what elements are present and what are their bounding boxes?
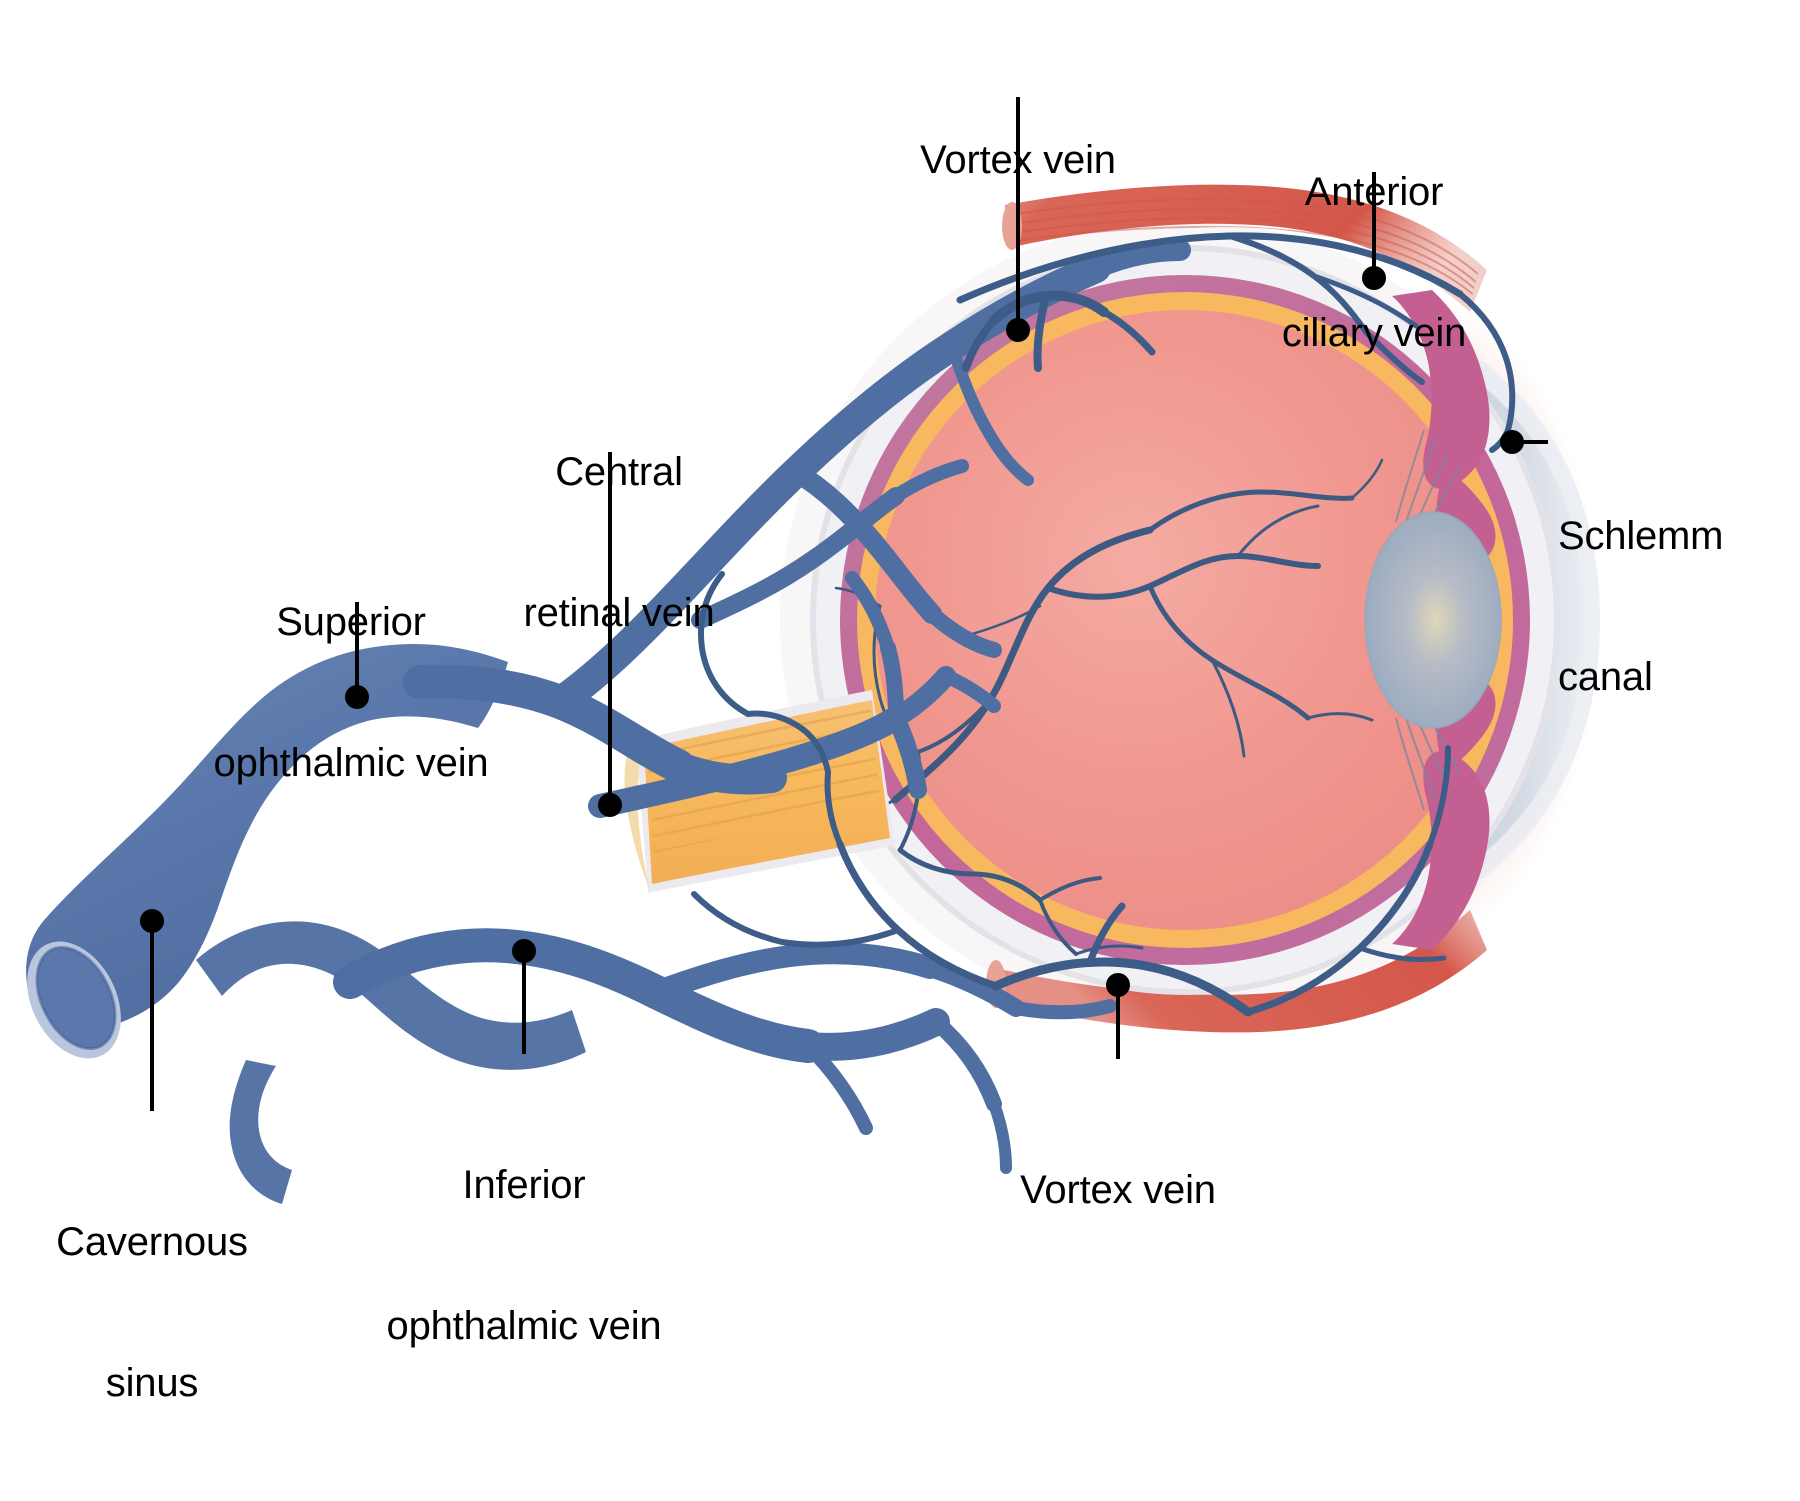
- inferior-ophthalmic-vein-path: [333, 928, 1117, 1174]
- cavernous-sinus-body: [26, 643, 508, 1059]
- label-schlemm-canal: Schlemm canal: [1558, 419, 1724, 795]
- label-central-retinal-vein: Central retinal vein: [523, 355, 714, 731]
- eye-venous-drainage-diagram: Vortex vein Anterior ciliary vein Schlem…: [26, 43, 1724, 1405]
- label-line: sinus: [105, 1361, 199, 1405]
- vortex-vein-inferior: [691, 571, 1451, 1017]
- label-vortex-vein-top: Vortex vein: [920, 43, 1116, 278]
- lens: [1364, 511, 1502, 729]
- label-line: Vortex vein: [920, 138, 1116, 182]
- dot-inferior-ophthalmic-vein: [512, 939, 536, 963]
- superior-rectus-muscle: [1002, 184, 1487, 312]
- marker-dots-group: [140, 266, 1524, 997]
- dot-central-retinal-vein: [598, 793, 622, 817]
- label-line: ophthalmic vein: [213, 741, 489, 785]
- label-superior-ophthalmic-vein: Superior ophthalmic vein: [214, 505, 489, 881]
- label-line: Vortex vein: [1020, 1168, 1216, 1212]
- label-vortex-vein-bottom: Vortex vein: [1020, 1073, 1216, 1308]
- label-line: retinal vein: [523, 591, 715, 635]
- anterior-ciliary-vein-path: [956, 232, 1516, 453]
- label-line: Cavernous: [56, 1220, 248, 1264]
- label-line: Anterior: [1304, 170, 1444, 214]
- leader-lines-group: [150, 97, 1548, 1111]
- dot-vortex-vein-bottom: [1106, 973, 1130, 997]
- dot-superior-ophthalmic-vein: [345, 685, 369, 709]
- label-line: Central: [555, 450, 683, 494]
- central-retinal-vein-path: [588, 571, 1001, 818]
- label-line: canal: [1558, 655, 1653, 699]
- label-line: Inferior: [462, 1163, 586, 1207]
- dot-anterior-ciliary-vein: [1362, 266, 1386, 290]
- anatomy-illustration: [26, 97, 1600, 1204]
- label-cavernous-sinus: Cavernous sinus: [56, 1125, 248, 1501]
- label-inferior-ophthalmic-vein: Inferior ophthalmic vein: [387, 1068, 662, 1444]
- label-line: Schlemm: [1558, 514, 1724, 558]
- vitreous-body: [875, 310, 1495, 930]
- eyeball: [810, 245, 1560, 995]
- label-line: ciliary vein: [1281, 311, 1467, 355]
- dot-cavernous-sinus: [140, 909, 164, 933]
- label-line: Superior: [276, 600, 426, 644]
- label-anterior-ciliary-vein: Anterior ciliary vein: [1281, 75, 1467, 451]
- label-line: ophthalmic vein: [386, 1304, 662, 1348]
- sinus-lower-loop: [196, 921, 586, 1204]
- vortex-vein-superior: [962, 290, 1156, 372]
- dot-schlemm-canal: [1500, 430, 1524, 454]
- dot-vortex-vein-top: [1006, 318, 1030, 342]
